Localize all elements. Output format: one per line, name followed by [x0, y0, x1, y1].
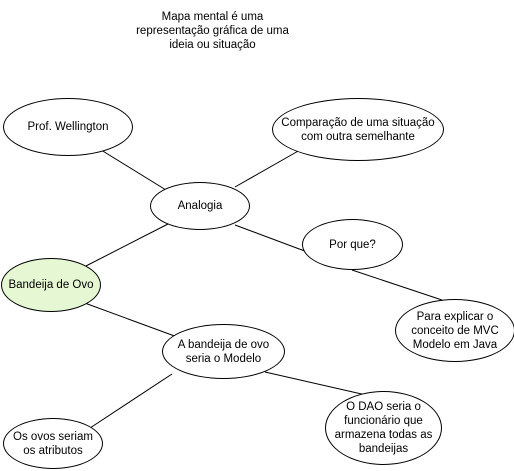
node-label: Analogia — [177, 200, 223, 212]
node-label: O DAO seria o funcionário que armazena t… — [334, 401, 433, 455]
node-bandeija-de-ovo[interactable]: Bandeija de Ovo — [1, 258, 101, 312]
edge-modelo-dao — [264, 371, 367, 396]
edge-bandeija-modelo — [81, 301, 181, 339]
edge-analogia-porque — [234, 224, 311, 254]
node-por-que[interactable]: Por que? — [302, 219, 403, 270]
edge-modelo-ovos — [89, 373, 173, 429]
edge-analogia-bandeija — [81, 223, 169, 269]
node-label: Para explicar o conceito de MVC Modelo e… — [411, 310, 499, 351]
node-label: A bandeija de ovo seria o Modelo — [177, 338, 270, 365]
node-dao[interactable]: O DAO seria o funcionário que armazena t… — [325, 391, 442, 465]
node-ovos-atributos[interactable]: Os ovos seriam os atributos — [3, 418, 103, 469]
node-prof-wellington[interactable]: Prof. Wellington — [3, 98, 133, 156]
node-label: Bandeija de Ovo — [8, 279, 94, 291]
edge-analogia-comparacao — [234, 149, 301, 188]
edge-porque-explicar — [351, 269, 443, 301]
node-modelo[interactable]: A bandeija de ovo seria o Modelo — [162, 324, 285, 379]
mind-map-definition-note: Mapa mental é uma representação gráfica … — [136, 11, 289, 51]
node-label: Os ovos seriam os atributos — [13, 430, 93, 457]
edge-analogia-prof — [92, 144, 167, 191]
node-comparacao[interactable]: Comparação de uma situação com outra sem… — [272, 98, 444, 161]
node-analogia[interactable]: Analogia — [150, 182, 250, 230]
node-para-explicar[interactable]: Para explicar o conceito de MVC Modelo e… — [395, 299, 514, 362]
node-label: Comparação de uma situação com outra sem… — [281, 116, 435, 143]
node-label: Prof. Wellington — [27, 121, 109, 133]
node-label: Por que? — [329, 238, 376, 251]
